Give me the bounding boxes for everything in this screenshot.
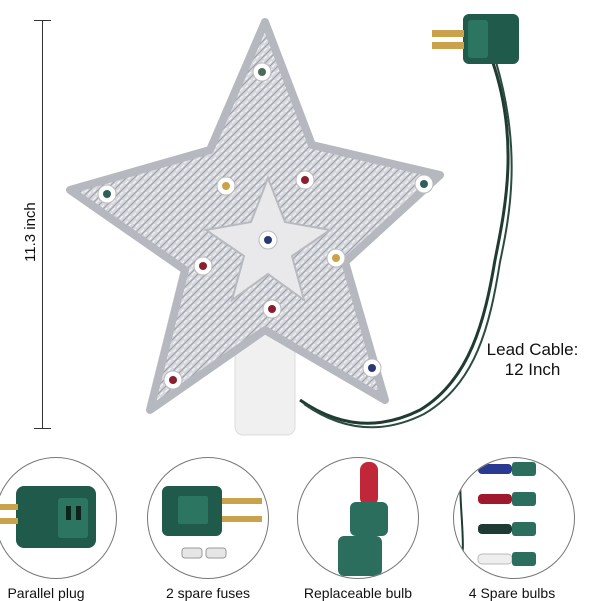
replaceable-bulb-icon bbox=[338, 462, 388, 576]
height-dimension-line bbox=[42, 20, 43, 428]
caption-spare-fuses: 2 spare fuses bbox=[165, 585, 251, 601]
lead-cable-label-line1: Lead Cable: bbox=[486, 340, 579, 359]
lead-cable-label: Lead Cable: 12 Inch bbox=[470, 340, 595, 380]
feature-parallel-plug bbox=[0, 457, 117, 579]
bulbs bbox=[97, 62, 434, 390]
dimension-cap-bottom bbox=[34, 428, 51, 429]
spare-bulbs-icon bbox=[459, 458, 536, 578]
plug-icon bbox=[432, 14, 519, 64]
dimension-cap-top bbox=[34, 20, 51, 21]
feature-replaceable-bulb bbox=[297, 457, 419, 579]
spare-fuses-icon bbox=[162, 486, 262, 559]
caption-parallel-plug: Parallel plug bbox=[7, 585, 85, 601]
feature-spare-bulbs bbox=[453, 457, 575, 579]
caption-spare-bulbs: 4 Spare bulbs bbox=[468, 585, 556, 601]
lead-cable-label-line2: 12 Inch bbox=[504, 360, 561, 379]
parallel-plug-icon bbox=[0, 486, 96, 548]
feature-spare-fuses bbox=[147, 457, 269, 579]
caption-replaceable-bulb: Replaceable bulb bbox=[303, 585, 413, 601]
star-tree-topper-illustration bbox=[66, 14, 519, 436]
lead-cable bbox=[299, 59, 510, 425]
